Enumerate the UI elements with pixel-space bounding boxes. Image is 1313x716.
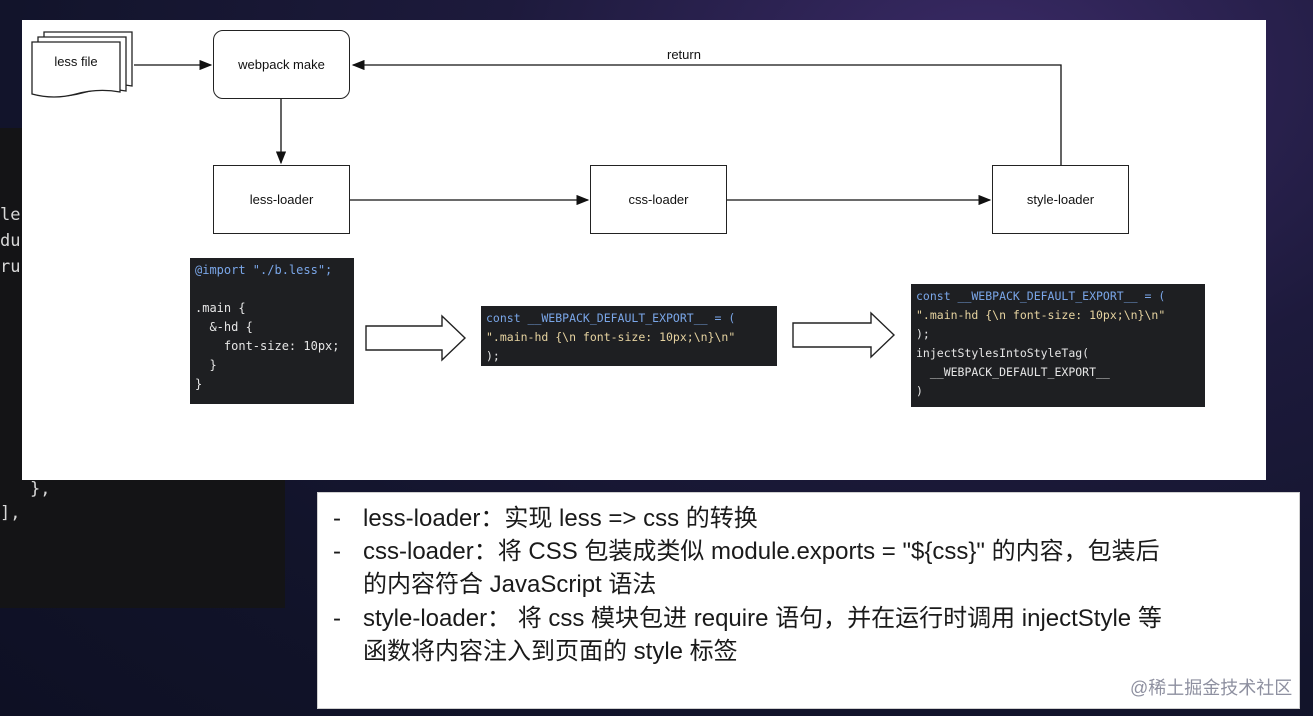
node-style-loader: style-loader [992,165,1129,234]
code-line: } [195,358,217,372]
code-line: ".main-hd {\n font-size: 10px;\n}\n" [486,330,736,344]
node-webpack-make: webpack make [213,30,350,99]
note-line: 函数将内容注入到页面的 style 标签 [363,638,738,665]
code-fragment: ], [0,503,21,523]
edge-return [351,59,1062,165]
code-block-style-output: const __WEBPACK_DEFAULT_EXPORT__ = ( ".m… [911,284,1205,407]
code-line: &-hd { [195,320,253,334]
code-block-css-output: const __WEBPACK_DEFAULT_EXPORT__ = ( ".m… [481,306,777,366]
notes-panel: - less-loader：实现 less => css 的转换 - css-l… [317,492,1300,709]
code-line: ); [916,327,930,341]
code-line: const __WEBPACK_DEFAULT_EXPORT__ = ( [486,311,736,325]
code-line: ) [916,384,923,398]
note-line: css-loader：将 CSS 包装成类似 module.exports = … [363,538,1160,565]
code-block-less: @import "./b.less"; .main { &-hd { font-… [190,258,354,404]
document-stack-icon [31,31,133,98]
code-fragment: le [0,205,21,225]
code-line: ".main-hd {\n font-size: 10px;\n}\n" [916,308,1166,322]
diagram-slide: less file webpack make less-loader css-l… [22,20,1266,480]
node-css-loader: css-loader [590,165,727,234]
code-line: .main { [195,301,246,315]
note-line: style-loader： 将 css 模块包进 require 语句，并在运行… [363,605,1162,632]
bullet-dash: - [333,505,341,532]
code-fragment: du [0,231,21,251]
code-line: ); [486,349,500,363]
code-line: font-size: 10px; [195,339,340,353]
code-line: const __WEBPACK_DEFAULT_EXPORT__ = ( [916,289,1166,303]
code-line: injectStylesIntoStyleTag( [916,346,1090,360]
code-line: __WEBPACK_DEFAULT_EXPORT__ [916,365,1110,379]
node-less-loader: less-loader [213,165,350,234]
transform-arrow-2 [792,311,896,359]
watermark: @稀土掘金技术社区 [1130,678,1293,698]
note-line: less-loader：实现 less => css 的转换 [363,505,758,532]
code-line: } [195,377,203,391]
bullet-dash: - [333,605,341,632]
code-fragment: ru [0,257,21,277]
edge-label-return: return [667,47,701,62]
transform-arrow-1 [365,314,467,362]
node-less-file: less file [54,54,98,69]
code-fragment: }, [30,479,51,499]
diagram-connectors [134,59,1062,362]
code-line: @import "./b.less"; [195,263,333,277]
bullet-dash: - [333,538,341,565]
note-line: 的内容符合 JavaScript 语法 [363,571,657,598]
